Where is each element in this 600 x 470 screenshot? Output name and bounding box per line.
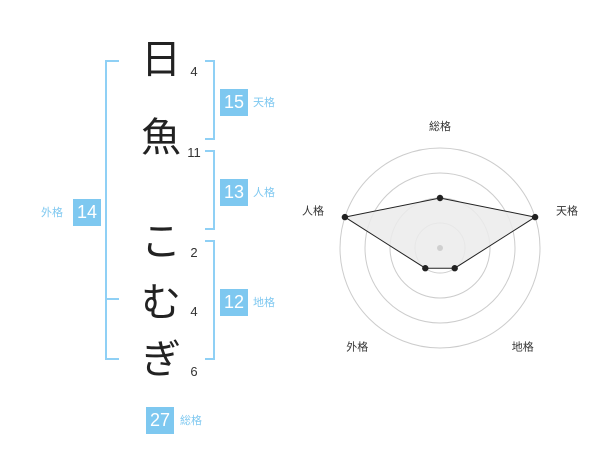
stroke-count-2: 11 xyxy=(187,145,201,160)
radar-label-jinkaku: 人格 xyxy=(302,203,324,217)
jinkaku-label: 人格 xyxy=(253,186,275,199)
name-char-1: 日 xyxy=(141,37,181,83)
radar-point-2 xyxy=(451,265,458,272)
stroke-count-3: 2 xyxy=(190,245,198,260)
radar-points xyxy=(341,194,539,272)
stroke-count-1: 4 xyxy=(190,64,198,79)
chikaku-bracket xyxy=(205,240,215,360)
radar-point-3 xyxy=(422,265,429,272)
gaikaku-divider xyxy=(105,298,119,300)
tenkaku-bracket xyxy=(205,60,215,140)
radar-center-dot xyxy=(437,245,443,251)
radar-label-gaikaku: 外格 xyxy=(346,340,368,354)
name-char-5: ぎ xyxy=(141,337,181,383)
radar-point-4 xyxy=(341,213,349,221)
radar-point-1 xyxy=(531,213,539,221)
stroke-count-4: 4 xyxy=(190,304,198,319)
tenkaku-label: 天格 xyxy=(253,96,275,109)
radar-label-chikaku: 地格 xyxy=(512,340,534,354)
soukaku-label: 総格 xyxy=(180,414,202,427)
tenkaku-value: 15 xyxy=(220,89,248,116)
name-char-2: 魚 xyxy=(141,115,181,161)
soukaku-value: 27 xyxy=(146,407,174,434)
name-char-4: む xyxy=(141,280,181,326)
gaikaku-value: 14 xyxy=(73,199,101,226)
radar-axis-labels: 総格 天格 地格 外格 人格 xyxy=(302,119,578,354)
name-char-3: こ xyxy=(141,219,181,265)
gaikaku-bracket xyxy=(105,60,119,360)
gaikaku-label: 外格 xyxy=(41,206,63,219)
chikaku-label: 地格 xyxy=(253,296,275,309)
radar-ring-4 xyxy=(339,147,541,349)
radar-label-tenkaku: 天格 xyxy=(556,203,578,217)
jinkaku-bracket xyxy=(205,150,215,230)
stroke-count-5: 6 xyxy=(190,364,198,379)
jinkaku-value: 13 xyxy=(220,179,248,206)
radar-ring-3 xyxy=(364,172,516,324)
radar-label-soukaku: 総格 xyxy=(429,119,451,133)
radar-point-0 xyxy=(436,194,444,202)
radar-series-polygon xyxy=(343,197,537,269)
chikaku-value: 12 xyxy=(220,289,248,316)
